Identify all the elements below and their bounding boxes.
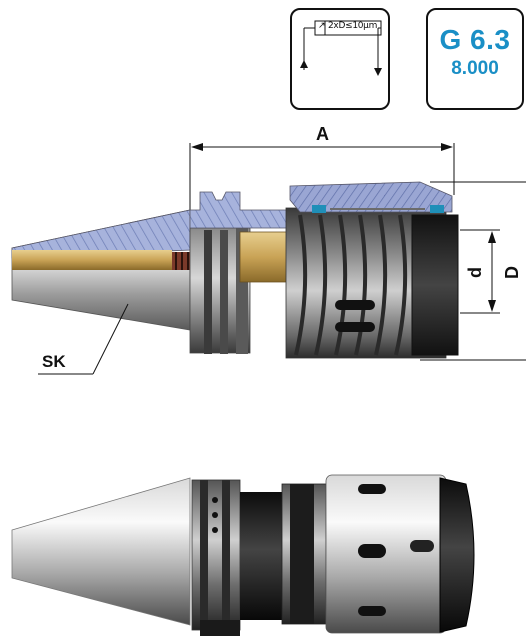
balance-grade: G 6.3 bbox=[439, 24, 511, 55]
balance-speed: 8.000 bbox=[451, 58, 499, 79]
dimension-label-SK: SK bbox=[42, 352, 66, 371]
runout-tolerance-box: ↗ 2xD≤10µm bbox=[290, 8, 390, 110]
tolerance-symbol: ↗ bbox=[318, 21, 326, 31]
tolerance-value: 2xD≤10µm bbox=[328, 21, 378, 31]
balance-grade-box: G 6.3 8.000 bbox=[426, 8, 524, 110]
dimension-label-A: A bbox=[316, 124, 329, 144]
runout-tolerance-icon bbox=[300, 20, 382, 76]
